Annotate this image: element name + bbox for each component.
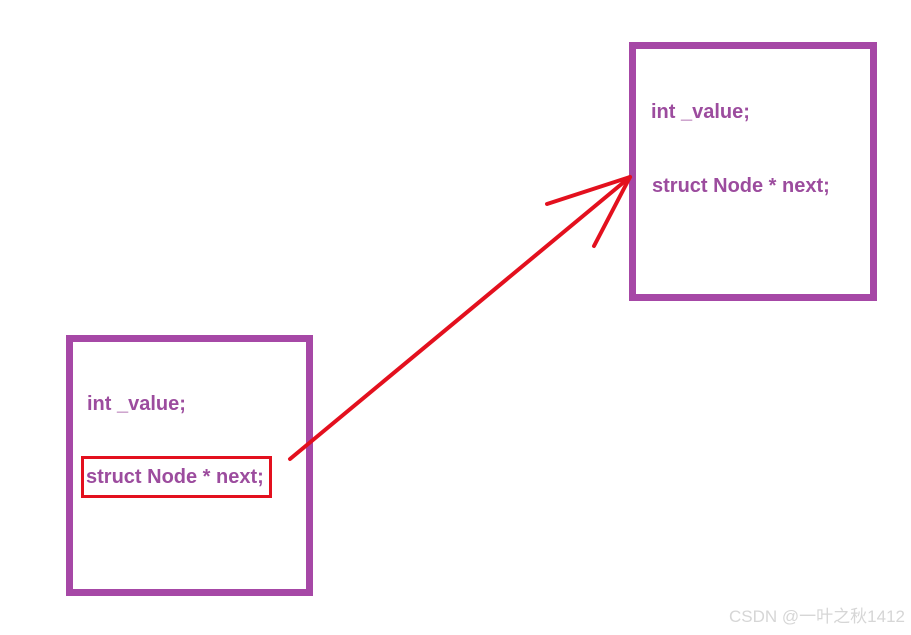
bottom-node-next-field: struct Node * next; — [86, 466, 264, 488]
pointer-arrow-shaft — [288, 175, 632, 461]
bottom-node-value-field: int _value; — [87, 393, 186, 415]
node-box-bottom: int _value; struct Node * next; — [66, 335, 313, 596]
pointer-arrow-barb-lower — [592, 175, 632, 248]
next-field-highlight-rectangle: struct Node * next; — [81, 456, 272, 498]
top-node-next-field: struct Node * next; — [652, 175, 830, 197]
csdn-watermark: CSDN @一叶之秋1412 — [729, 607, 905, 627]
top-node-value-field: int _value; — [651, 101, 750, 123]
pointer-arrow-barb-upper — [545, 175, 632, 206]
node-box-top: int _value; struct Node * next; — [629, 42, 877, 301]
